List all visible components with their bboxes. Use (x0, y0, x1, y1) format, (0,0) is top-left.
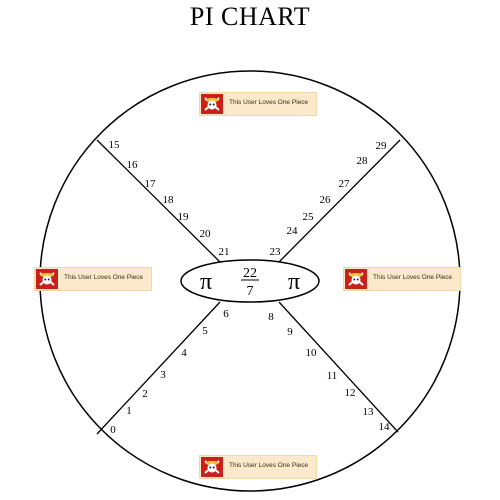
pi-symbol-left: π (200, 269, 212, 295)
page-title: PI CHART (189, 2, 311, 31)
spoke-label: 16 (127, 159, 139, 171)
spoke-label: 27 (339, 178, 351, 190)
straw-hat-jolly-roger-icon (201, 94, 223, 114)
spoke-labels-upper-right: 23 24 25 26 27 28 29 (270, 140, 388, 258)
spoke-upper-left (96, 139, 221, 263)
fraction-numerator: 22 (243, 266, 257, 281)
spoke-label: 19 (178, 211, 190, 223)
spoke-label: 26 (320, 194, 332, 206)
spoke-label: 29 (376, 140, 388, 152)
spoke-label: 20 (200, 228, 212, 240)
spoke-label: 13 (363, 406, 375, 418)
spoke-label: 6 (223, 308, 229, 320)
spoke-labels-upper-left: 15 16 17 18 19 20 21 (109, 139, 230, 258)
spoke-label: 25 (303, 211, 315, 223)
userbox-text: This User Loves One Piece (229, 99, 309, 106)
userbox-bottom: This User Loves One Piece (199, 455, 317, 479)
pi-symbol-right: π (288, 269, 300, 295)
spoke-label: 21 (219, 246, 230, 258)
userbox-text: This User Loves One Piece (229, 462, 309, 469)
straw-hat-jolly-roger-icon (36, 269, 58, 289)
spoke-label: 9 (287, 326, 293, 338)
spoke-label: 17 (145, 178, 157, 190)
spoke-labels-lower-left: 0 1 2 3 4 5 6 (110, 308, 229, 436)
spoke-label: 1 (126, 405, 132, 417)
spoke-label: 4 (181, 347, 187, 359)
spoke-label: 15 (109, 139, 121, 151)
spoke-label: 8 (268, 311, 274, 323)
spoke-label: 3 (160, 369, 166, 381)
spoke-label: 28 (357, 155, 369, 167)
spoke-lower-right (278, 301, 399, 433)
spoke-lower-left (96, 301, 221, 435)
straw-hat-jolly-roger-icon (345, 269, 367, 289)
spoke-label: 0 (110, 424, 116, 436)
spoke-label: 5 (202, 325, 208, 337)
userbox-top: This User Loves One Piece (199, 92, 317, 116)
spoke-label: 18 (163, 194, 175, 206)
spoke-label: 10 (306, 347, 318, 359)
spoke-upper-right (278, 139, 401, 263)
spoke-label: 24 (287, 225, 299, 237)
fraction-denominator: 7 (247, 284, 254, 299)
userbox-text: This User Loves One Piece (373, 274, 453, 281)
spoke-labels-lower-right: 8 9 10 11 12 13 14 (268, 311, 390, 433)
userbox-text: This User Loves One Piece (64, 274, 144, 281)
userbox-left: This User Loves One Piece (34, 267, 152, 291)
userbox-right: This User Loves One Piece (343, 267, 461, 291)
spoke-label: 14 (379, 421, 391, 433)
spoke-label: 12 (345, 387, 356, 399)
center-ellipse (180, 259, 320, 303)
spoke-label: 11 (327, 370, 338, 382)
straw-hat-jolly-roger-icon (201, 457, 223, 477)
spoke-label: 2 (142, 388, 148, 400)
spoke-label: 23 (270, 246, 282, 258)
